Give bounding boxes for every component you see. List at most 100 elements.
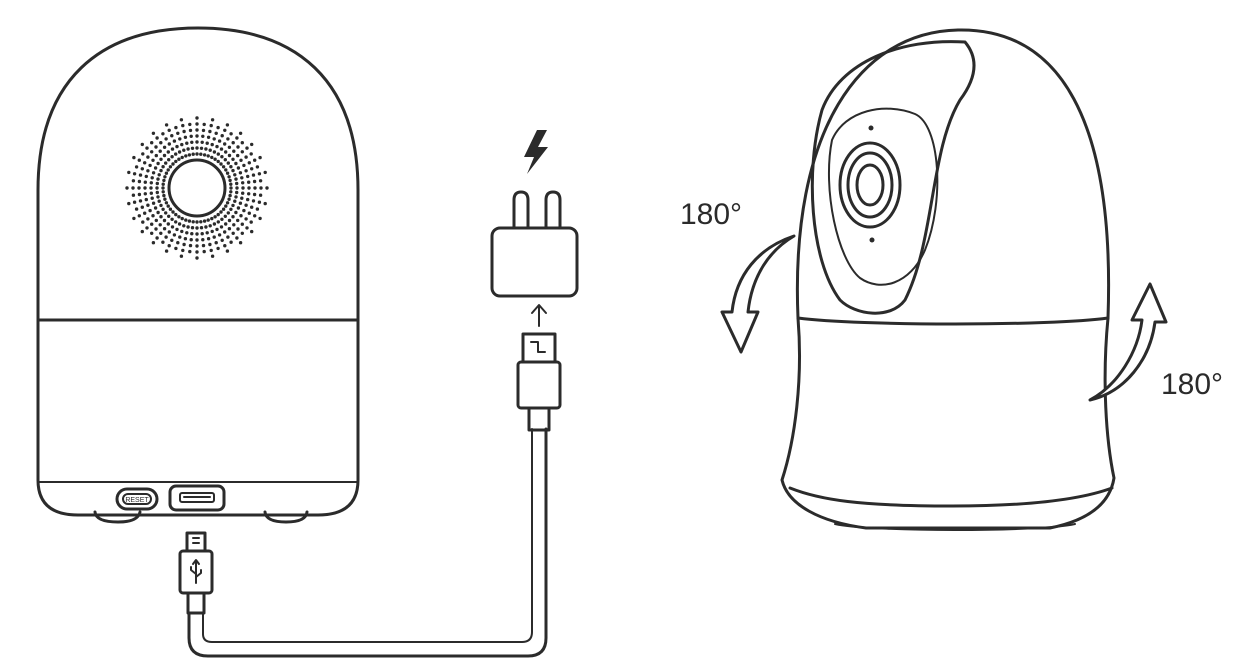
speaker-hole [154, 227, 158, 231]
speaker-hole [236, 227, 240, 231]
speaker-hole [212, 150, 217, 154]
speaker-hole [231, 168, 235, 173]
speaker-hole [162, 153, 167, 158]
speaker-hole [146, 217, 150, 221]
speaker-hole [184, 218, 188, 222]
speaker-hole [209, 248, 213, 253]
speaker-hole [229, 132, 233, 136]
speaker-hole [189, 134, 193, 138]
speaker-hole [225, 201, 230, 205]
speaker-hole [149, 181, 153, 185]
speaker-hole [144, 174, 148, 179]
speaker-hole [231, 141, 235, 145]
lens-middle-ring [846, 151, 894, 219]
lightning-icon [524, 130, 548, 174]
speaker-hole [155, 136, 159, 140]
speaker-hole [134, 207, 139, 211]
speaker-hole [210, 216, 214, 221]
speaker-hole [159, 231, 163, 235]
base-seam [796, 316, 1110, 326]
rotation-angle-left-label: 180° [680, 198, 743, 231]
speaker-hole [150, 176, 154, 180]
camera-base [780, 316, 1116, 530]
speaker-hole [179, 254, 184, 258]
speaker-hole [250, 229, 254, 234]
speaker-hole [223, 244, 227, 248]
speaker-hole [216, 220, 220, 224]
speaker-hole [195, 244, 199, 248]
speaker-hole [235, 190, 239, 195]
speaker-hole [226, 235, 230, 239]
speaker-hole [174, 220, 178, 224]
speaker-hole [154, 153, 158, 158]
speaker-hole [174, 152, 178, 156]
speaker-hole [153, 206, 158, 210]
speaker-center [167, 158, 227, 218]
speaker-hole [201, 128, 206, 133]
speaker-hole [166, 168, 170, 172]
speaker-hole [201, 134, 205, 138]
speaker-hole [259, 186, 263, 190]
speaker-hole [195, 250, 199, 254]
speaker-hole [199, 146, 204, 150]
speaker-hole [208, 224, 212, 228]
speaker-hole [131, 186, 135, 190]
speaker-hole [202, 122, 206, 127]
cable-wire [187, 427, 548, 658]
speaker-hole [236, 145, 240, 149]
reset-button: RESET [115, 487, 159, 511]
speaker-hole [127, 170, 131, 175]
speaker-hole [245, 226, 249, 230]
speaker-hole [185, 141, 189, 145]
speaker-hole [180, 142, 184, 147]
speaker-hole [180, 216, 184, 221]
speaker-hole [162, 178, 166, 183]
speaker-hole [177, 150, 182, 154]
speaker-hole [210, 229, 214, 234]
speaker-hole [166, 150, 170, 154]
speaker-hole [182, 242, 186, 247]
speaker-hole [231, 203, 235, 208]
speaker-hole [161, 240, 165, 244]
speaker-hole [157, 199, 161, 203]
speaker-hole [244, 203, 248, 207]
speaker-hole [195, 128, 199, 132]
speaker-hole [161, 190, 165, 194]
speaker-hole [125, 186, 129, 190]
speaker-hole [164, 211, 168, 215]
speaker-hole [240, 196, 244, 200]
speaker-hole [171, 162, 175, 166]
speaker-hole [188, 249, 192, 254]
speaker-hole [202, 249, 206, 254]
speaker-hole [164, 123, 169, 127]
lens-glass [855, 163, 885, 207]
speaker-hole [200, 232, 204, 236]
speaker-hole [167, 142, 171, 146]
speaker-hole [235, 236, 239, 240]
speaker-hole [257, 172, 262, 176]
speaker-hole [170, 217, 174, 221]
speaker-hole [205, 231, 209, 235]
speaker-hole [210, 254, 215, 258]
speaker-hole [150, 141, 154, 145]
speaker-hole [265, 186, 269, 190]
speaker-hole [164, 235, 168, 239]
speaker-hole [159, 203, 163, 208]
speaker-hole [217, 233, 222, 237]
speaker-hole [145, 146, 149, 150]
speaker-hole [252, 192, 257, 197]
speaker-hole [150, 150, 154, 154]
speaker-hole [232, 223, 236, 227]
speaker-hole [141, 220, 145, 224]
speaker-hole [242, 208, 246, 213]
speaker-hole [170, 225, 175, 229]
speaker-hole [227, 197, 231, 201]
speaker-hole [249, 152, 253, 156]
speaker-hole [143, 192, 147, 196]
speaker-hole [258, 155, 262, 160]
speaker-hole [229, 186, 233, 190]
speaker-hole [225, 123, 230, 127]
speaker-hole [210, 155, 214, 160]
speaker-hole [233, 199, 237, 203]
